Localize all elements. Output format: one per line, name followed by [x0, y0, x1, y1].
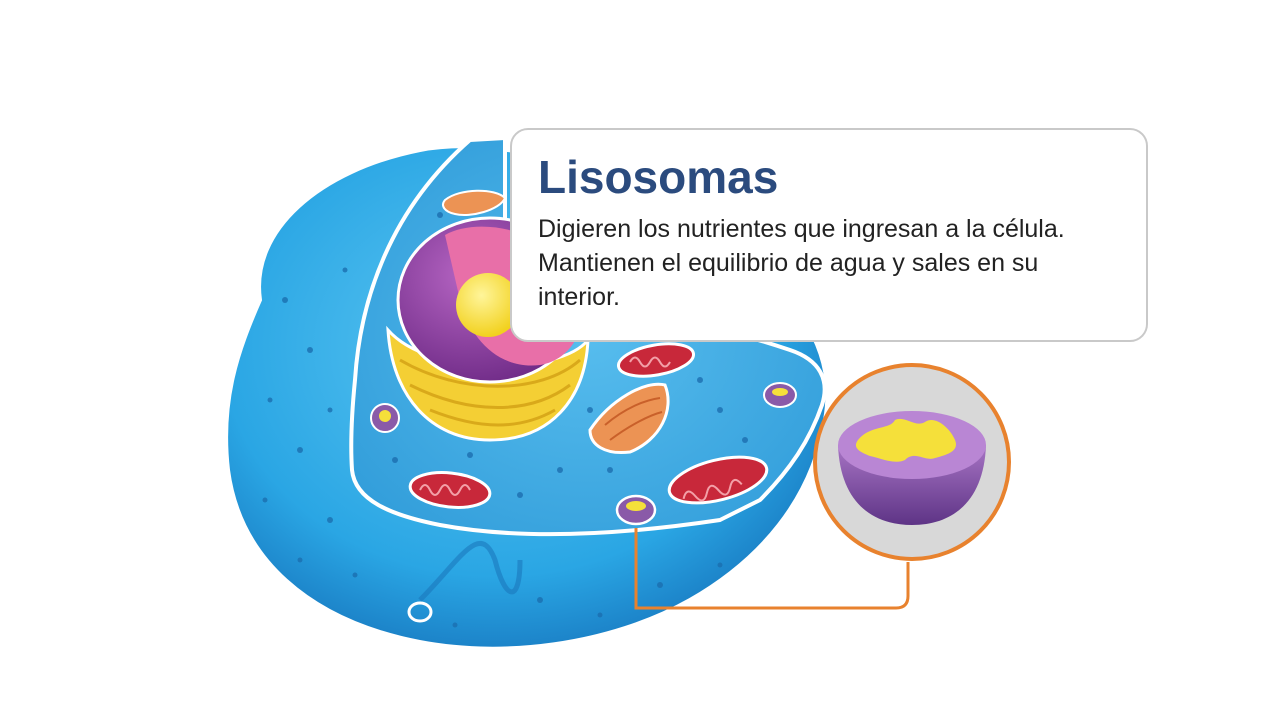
lysosome-callout: [813, 363, 1011, 561]
callout-connector: [634, 528, 910, 610]
card-description: Digieren los nutrientes que ingresan a l…: [538, 215, 1065, 311]
lysosome-small-left: [370, 403, 400, 433]
card-title: Lisosomas: [538, 151, 779, 203]
mitochondrion-2: [667, 455, 769, 505]
mitochondrion-3: [616, 342, 696, 378]
nucleolus: [456, 273, 520, 337]
info-card: Lisosomas Digieren los nutrientes que in…: [510, 128, 1148, 342]
lysosome-target: [615, 494, 657, 526]
golgi-apparatus: [588, 382, 670, 455]
cytoplasm-dots: [262, 267, 723, 628]
golgi-apparatus-top: [442, 189, 507, 216]
lysosome-small-right: [763, 382, 797, 408]
mitochondrion-1: [408, 471, 492, 509]
